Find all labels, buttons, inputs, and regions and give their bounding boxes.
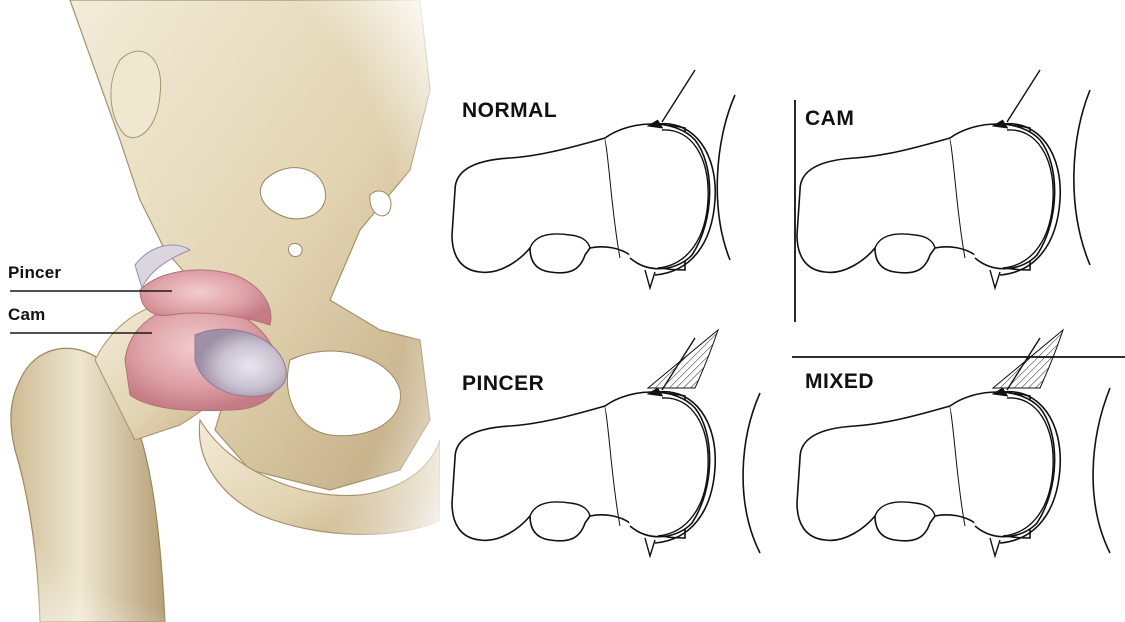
panel-title-normal: NORMAL — [462, 99, 557, 123]
panel-pincer — [452, 330, 760, 556]
impingement-schematics — [440, 0, 1125, 622]
panel-title-pincer: PINCER — [462, 372, 544, 396]
hip-joint-illustration — [0, 0, 440, 622]
pincer-hatch — [648, 330, 718, 388]
panel-title-cam: CAM — [805, 107, 854, 131]
panel-mixed — [797, 330, 1110, 556]
pincer-label: Pincer — [8, 263, 61, 283]
mixed-pincer-hatch — [993, 330, 1063, 388]
panel-title-mixed: MIXED — [805, 370, 874, 394]
cam-label: Cam — [8, 305, 45, 325]
panel-cam — [797, 70, 1090, 288]
